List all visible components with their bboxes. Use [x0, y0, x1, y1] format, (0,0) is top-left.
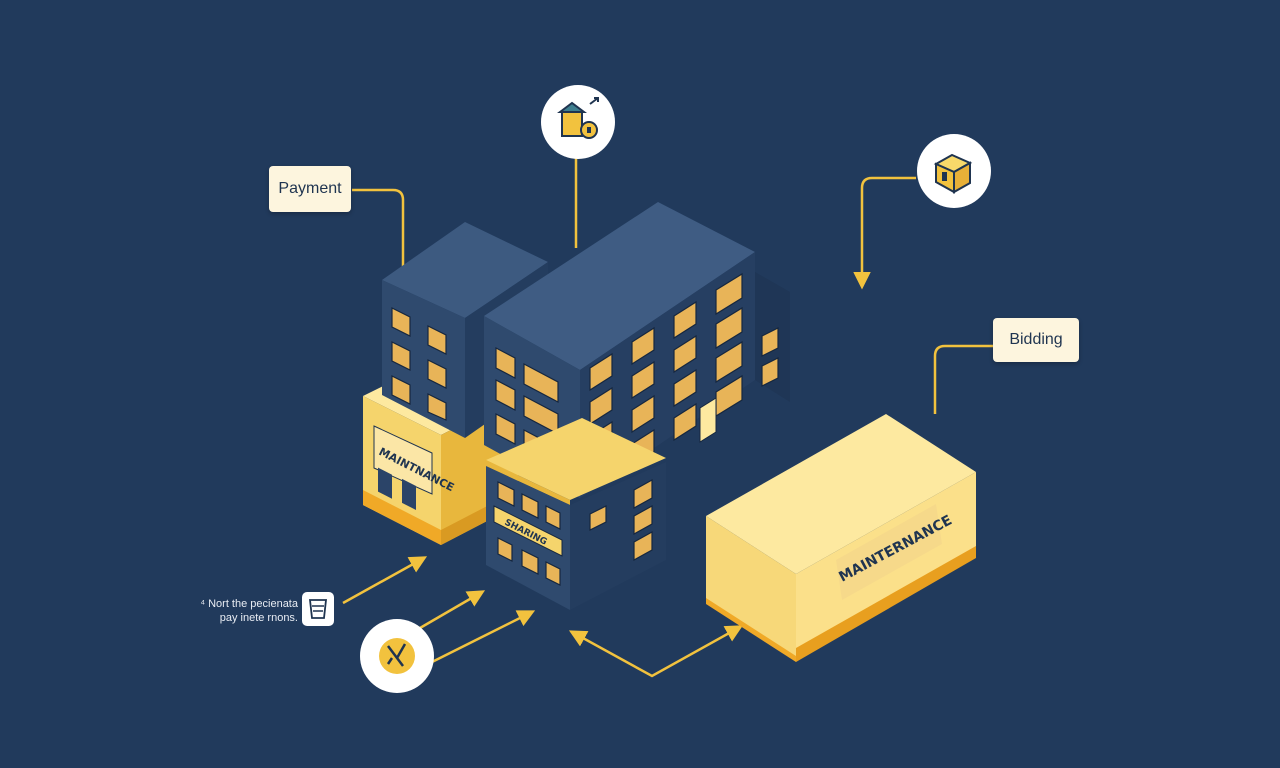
box-icon-connector[interactable] — [853, 176, 916, 290]
box-icon[interactable] — [917, 134, 991, 208]
gauge-arrow-lower[interactable] — [431, 610, 536, 664]
receipt-icon[interactable] — [302, 592, 334, 626]
building-lock-icon[interactable] — [541, 85, 615, 159]
connector-lines — [342, 158, 993, 678]
note-arrow[interactable] — [342, 556, 428, 605]
note-line-2: pay inete rnons. — [219, 612, 298, 624]
gauge-arrow-upper[interactable] — [419, 590, 486, 630]
front-building: SHARING — [486, 418, 666, 610]
gauge-icon[interactable] — [360, 619, 434, 693]
maintenance-box: MAINTERNANCE — [706, 414, 976, 662]
payment-label[interactable]: Payment — [269, 166, 351, 212]
note-text: ⁴ Nort the pecienata pay inete rnons. — [178, 597, 298, 625]
bidding-label[interactable]: Bidding — [993, 318, 1079, 362]
note-line-1: ⁴ Nort the pecienata — [200, 598, 298, 610]
bidding-connector — [933, 344, 993, 414]
bidirectional-arrow[interactable] — [568, 625, 744, 678]
payment-connector — [352, 188, 405, 268]
